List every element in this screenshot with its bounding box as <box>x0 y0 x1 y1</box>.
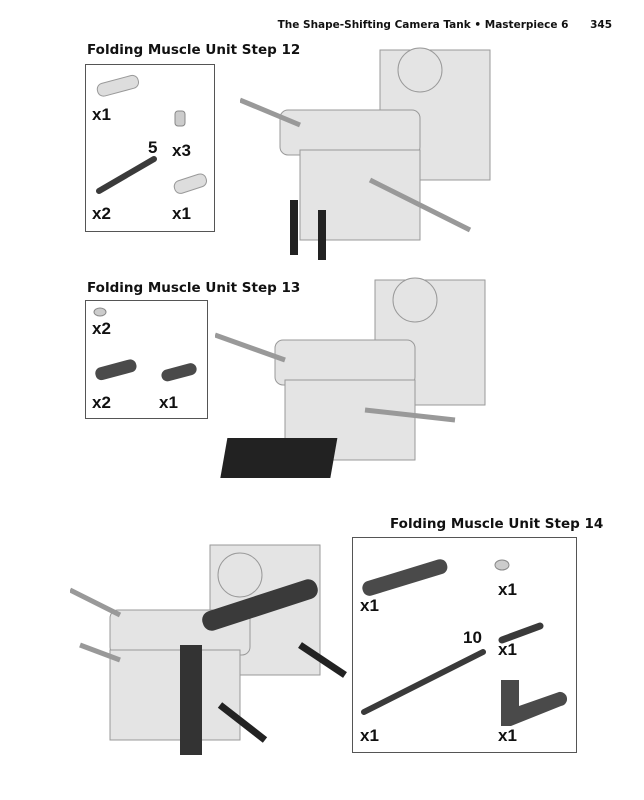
step-14-parts-box: x1 x1 10 x1 x1 x1 <box>352 537 577 753</box>
angled-beam-icon <box>501 680 567 726</box>
step-14-model-illustration <box>70 544 347 755</box>
part-qty: x1 <box>159 393 178 412</box>
step-12-parts-box: x1 5 x3 x2 x1 <box>85 64 215 232</box>
light-beam-4-icon <box>96 74 140 97</box>
dark-beam-3-icon <box>161 363 197 382</box>
running-header: The Shape-Shifting Camera Tank • Masterp… <box>278 19 612 31</box>
axle-icon <box>96 156 157 194</box>
separator: • <box>474 19 482 31</box>
part-qty: x2 <box>92 204 111 223</box>
section-name: Masterpiece 6 <box>484 19 569 31</box>
axle-pin-icon <box>498 622 544 644</box>
dark-beam-7-icon <box>362 559 448 596</box>
step-14-title: Folding Muscle Unit Step 14 <box>390 516 604 532</box>
part-qty: x1 <box>498 580 517 599</box>
axle-10-icon <box>361 649 486 715</box>
axle-length-label: 5 <box>148 138 158 157</box>
part-qty: x1 <box>498 726 517 745</box>
part-qty: x1 <box>92 105 111 124</box>
step-13-model-illustration <box>215 277 486 478</box>
axle-length-label: 10 <box>463 628 482 647</box>
half-bush-icon <box>494 559 510 571</box>
part-qty: x1 <box>360 726 379 745</box>
step-12-model-illustration <box>240 47 491 260</box>
part-qty: x1 <box>498 640 517 659</box>
part-qty: x2 <box>92 393 111 412</box>
part-qty: x2 <box>92 319 111 338</box>
bush-icon <box>174 110 186 127</box>
book-title: The Shape-Shifting Camera Tank <box>277 19 471 31</box>
dark-beam-3-icon <box>95 359 137 381</box>
connector-icon <box>173 173 208 194</box>
page-number: 345 <box>590 19 612 31</box>
step-12-title: Folding Muscle Unit Step 12 <box>87 42 301 58</box>
part-qty: x3 <box>172 141 191 160</box>
part-qty: x1 <box>172 204 191 223</box>
step-13-parts-box: x2 x2 x1 <box>85 300 208 419</box>
step-13-title: Folding Muscle Unit Step 13 <box>87 280 301 296</box>
part-qty: x1 <box>360 596 379 615</box>
half-bush-icon <box>93 307 107 317</box>
